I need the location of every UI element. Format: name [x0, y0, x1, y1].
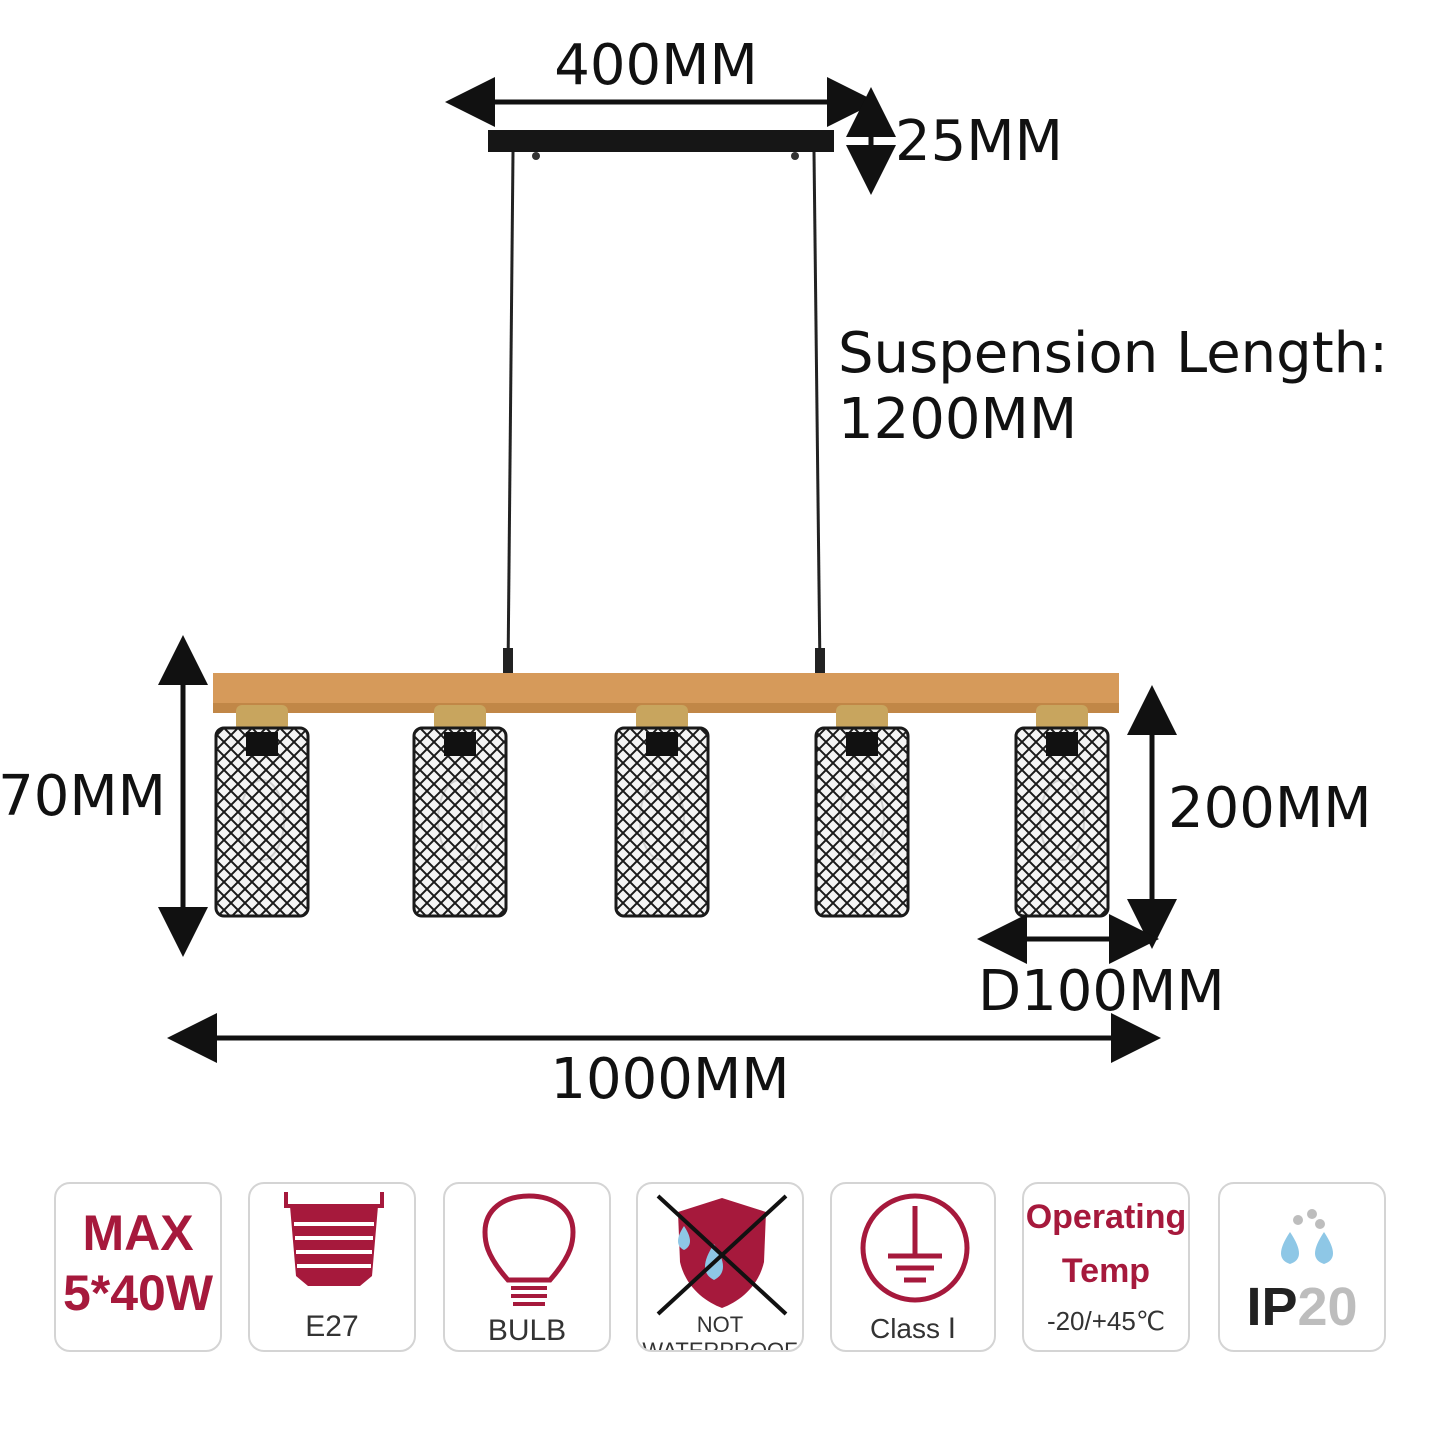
suspension-cable-left [506, 151, 515, 673]
mesh-shade [412, 726, 508, 918]
brass-socket-cup [636, 705, 688, 731]
class-badge: Class Ⅰ [830, 1182, 996, 1352]
mesh-shade [214, 726, 310, 918]
total-length-label: 1000MM [550, 1047, 789, 1112]
max-wattage-value: 5*40W [62, 1265, 214, 1321]
shade-height-label: 200MM [1168, 776, 1372, 841]
temp-line1: Operating [1025, 1198, 1187, 1236]
bulb-label: BULB [487, 1314, 567, 1347]
socket-icon [284, 1192, 384, 1286]
max-wattage-badge: MAX 5*40W [54, 1182, 222, 1352]
mesh-shade [814, 726, 910, 918]
ip-number: 20 [1297, 1277, 1358, 1337]
ip-rating-text: IP20 [1220, 1276, 1384, 1338]
suspension-cable-right [812, 151, 822, 673]
shade-diameter-label: D100MM [978, 959, 1225, 1024]
lamp-holder [444, 732, 476, 756]
ip-rating-badge: IP20 [1218, 1182, 1386, 1352]
canopy-width-label: 400MM [554, 33, 758, 98]
total-height-label: 270MM [0, 764, 166, 829]
socket-label: E27 [305, 1310, 359, 1343]
ground-class-icon [860, 1193, 970, 1303]
cable-grip [503, 648, 513, 674]
brass-socket-cup [434, 705, 486, 731]
temperature-badge: Operating Temp -20/+45℃ [1022, 1182, 1190, 1352]
cable-grip [815, 648, 825, 674]
temp-line2: Temp [1061, 1252, 1151, 1290]
lamp-holder [846, 732, 878, 756]
brass-socket-cup [1036, 705, 1088, 731]
mesh-shade [614, 726, 710, 918]
suspension-length-label: Suspension Length: [838, 321, 1388, 386]
socket-badge: E27 [248, 1182, 416, 1352]
temp-range: -20/+45℃ [1046, 1306, 1166, 1336]
canopy-screw [791, 152, 799, 160]
bulb-icon [482, 1193, 576, 1306]
canopy-height-label: 25MM [895, 109, 1063, 174]
brass-socket-cup [236, 705, 288, 731]
ceiling-canopy [488, 130, 834, 152]
lamp-holder [1046, 732, 1078, 756]
class-label: Class Ⅰ [869, 1313, 957, 1344]
max-label: MAX [82, 1205, 194, 1261]
canopy-screw [532, 152, 540, 160]
lamp-shades [214, 705, 1110, 918]
brass-socket-cup [836, 705, 888, 731]
bulb-badge: BULB [443, 1182, 611, 1352]
lamp-holder [646, 732, 678, 756]
water-drops-icon [1281, 1209, 1333, 1264]
waterproof-badge: NOT WATERPROOF [636, 1182, 804, 1352]
mesh-shade [1014, 726, 1110, 918]
not-waterproof-icon [656, 1194, 788, 1316]
ip-prefix: IP [1246, 1277, 1298, 1337]
lamp-holder [246, 732, 278, 756]
not-waterproof-label: NOT WATERPROOF [642, 1312, 798, 1352]
suspension-length-value: 1200MM [838, 387, 1077, 452]
